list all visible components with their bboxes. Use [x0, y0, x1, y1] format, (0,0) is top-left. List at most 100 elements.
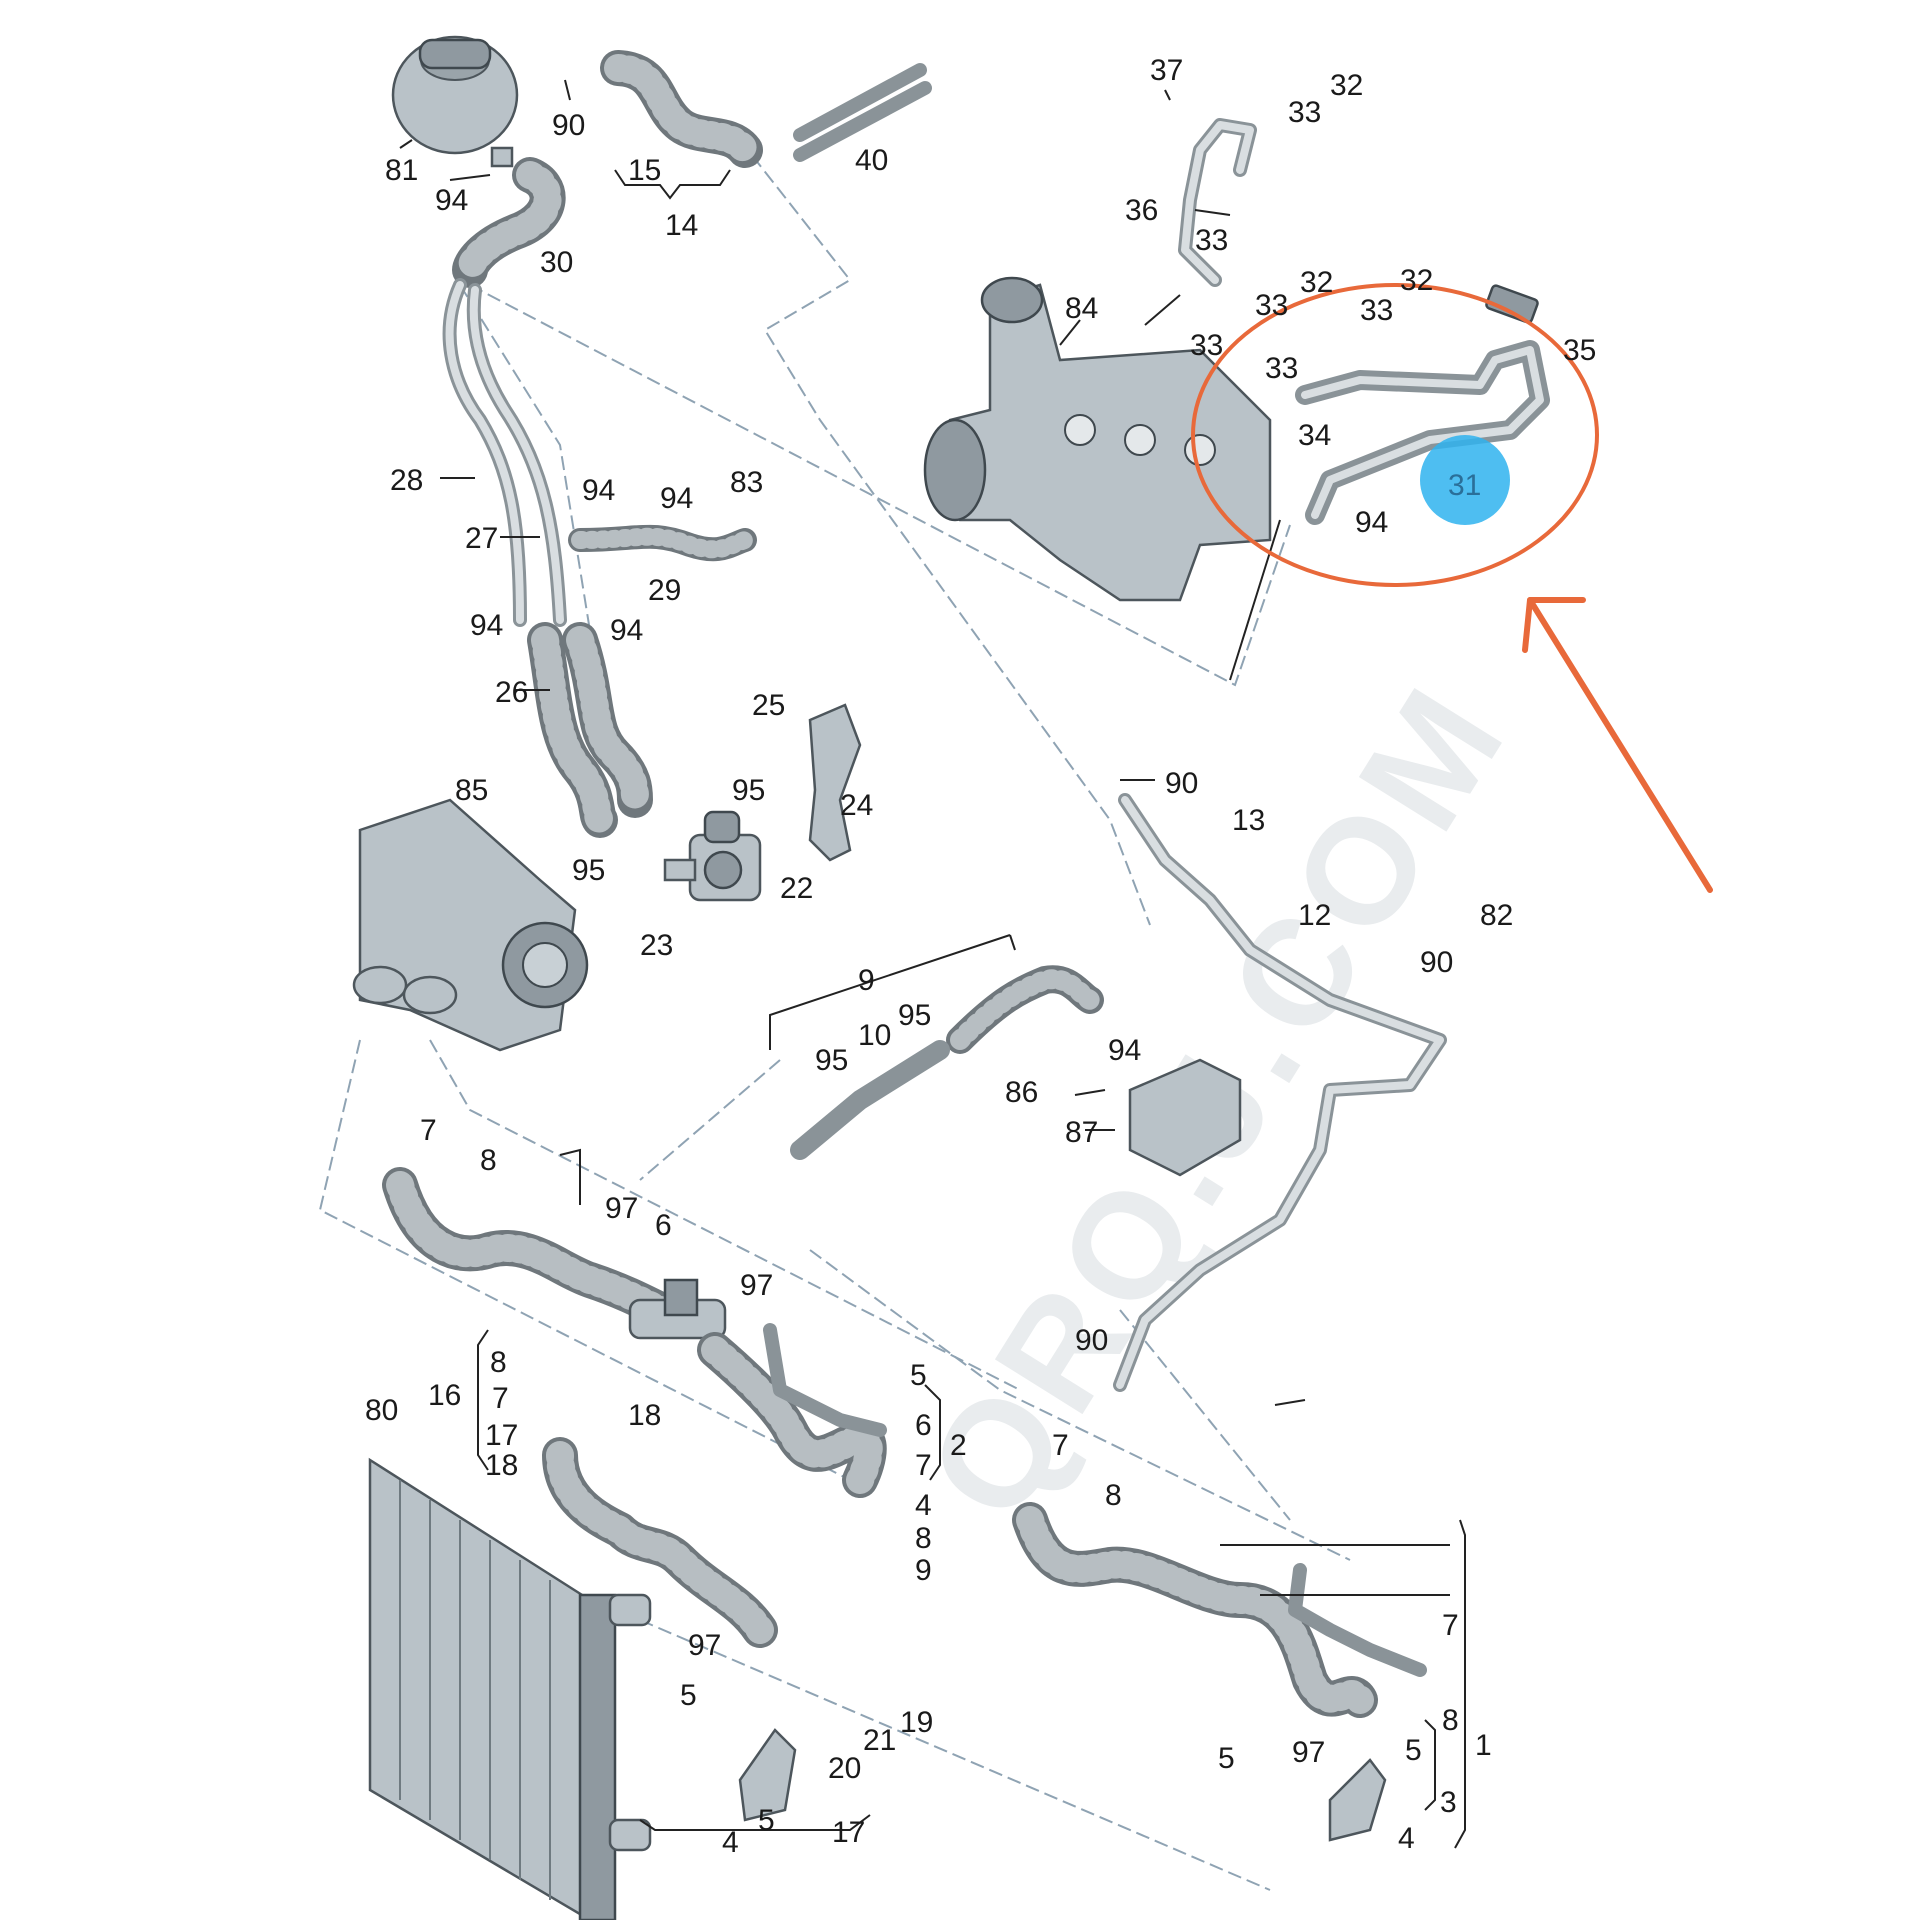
- label-34: 34: [1298, 419, 1331, 452]
- label-94: 94: [470, 609, 503, 642]
- turbocharger-84: [923, 276, 1272, 602]
- hose-15: [600, 50, 763, 168]
- label-90: 90: [1075, 1324, 1108, 1357]
- hose-2: [697, 1323, 887, 1498]
- aux-pump-22: [663, 810, 762, 902]
- label-27: 27: [465, 522, 498, 555]
- label-94: 94: [610, 614, 643, 647]
- label-18: 18: [628, 1399, 661, 1432]
- label-6: 6: [915, 1409, 932, 1442]
- label-94: 94: [1355, 506, 1388, 539]
- label-33: 33: [1288, 96, 1321, 129]
- leader-lines: [399, 79, 1306, 1406]
- label-15: 15: [628, 154, 661, 187]
- outlet-17: [738, 1728, 797, 1822]
- highlight-ring: [1191, 283, 1599, 587]
- label-32: 32: [1330, 69, 1363, 102]
- callout-arrow: [1522, 597, 1713, 893]
- label-82: 82: [1480, 899, 1513, 932]
- label-8: 8: [1442, 1704, 1459, 1737]
- label-5: 5: [758, 1804, 775, 1837]
- label-9: 9: [915, 1554, 932, 1587]
- label-97: 97: [740, 1269, 773, 1302]
- label-7: 7: [915, 1449, 932, 1482]
- water-pump-85: [352, 798, 589, 1052]
- oil-cooler-87: [1128, 1058, 1242, 1177]
- label-95: 95: [572, 854, 605, 887]
- label-90: 90: [1165, 767, 1198, 800]
- label-33: 33: [1360, 294, 1393, 327]
- label-81: 81: [385, 154, 418, 187]
- label-5: 5: [1218, 1742, 1235, 1775]
- label-22: 22: [780, 872, 813, 905]
- label-31: 31: [1448, 469, 1481, 502]
- pipe-27: [442, 278, 567, 627]
- label-2: 2: [950, 1429, 967, 1462]
- label-6: 6: [655, 1209, 672, 1242]
- label-8: 8: [1105, 1479, 1122, 1512]
- outlet-3: [1328, 1758, 1387, 1842]
- label-17: 17: [485, 1419, 518, 1452]
- label-8: 8: [490, 1346, 507, 1379]
- label-83: 83: [730, 466, 763, 499]
- label-5: 5: [1405, 1734, 1422, 1767]
- label-94: 94: [582, 474, 615, 507]
- label-23: 23: [640, 929, 673, 962]
- label-7: 7: [1442, 1609, 1459, 1642]
- label-36: 36: [1125, 194, 1158, 227]
- label-32: 32: [1300, 266, 1333, 299]
- label-40: 40: [855, 144, 888, 177]
- label-7: 7: [420, 1114, 437, 1147]
- label-7: 7: [492, 1382, 509, 1415]
- sensor-35: [1485, 284, 1539, 324]
- label-97: 97: [605, 1192, 638, 1225]
- label-80: 80: [365, 1394, 398, 1427]
- radiator-80: [368, 1457, 652, 1920]
- assembly-outlines: [318, 139, 1351, 1891]
- label-28: 28: [390, 464, 423, 497]
- expansion-tank: [391, 35, 519, 168]
- label-30: 30: [540, 246, 573, 279]
- pipe-31: [1295, 340, 1550, 525]
- label-17: 17: [832, 1816, 865, 1849]
- label-7: 7: [1052, 1429, 1069, 1462]
- label-95: 95: [815, 1044, 848, 1077]
- label-14: 14: [665, 209, 698, 242]
- label-4: 4: [1398, 1822, 1415, 1855]
- hose-9: [790, 965, 1104, 1160]
- label-26: 26: [495, 676, 528, 709]
- label-19: 19: [900, 1706, 933, 1739]
- label-16: 16: [428, 1379, 461, 1412]
- label-13: 13: [1232, 804, 1265, 837]
- hose-1: [1012, 1502, 1427, 1718]
- pipe-12: [1113, 793, 1447, 1392]
- label-33: 33: [1195, 224, 1228, 257]
- label-97: 97: [688, 1629, 721, 1662]
- label-33: 33: [1255, 289, 1288, 322]
- label-94: 94: [1108, 1034, 1141, 1067]
- hose-26: [527, 622, 653, 838]
- label-33: 33: [1265, 352, 1298, 385]
- label-29: 29: [648, 574, 681, 607]
- label-1: 1: [1475, 1729, 1492, 1762]
- label-9: 9: [858, 964, 875, 997]
- hose-8-left: [382, 1167, 678, 1328]
- label-3: 3: [1440, 1786, 1457, 1819]
- label-35: 35: [1563, 334, 1596, 367]
- label-86: 86: [1005, 1076, 1038, 1109]
- pipe-36: [1178, 118, 1257, 287]
- label-8: 8: [480, 1144, 497, 1177]
- label-32: 32: [1400, 264, 1433, 297]
- label-12: 12: [1298, 899, 1331, 932]
- hose-29: [568, 524, 757, 562]
- hose-16: [542, 1437, 778, 1648]
- label-5: 5: [680, 1679, 697, 1712]
- label-25: 25: [752, 689, 785, 722]
- label-5: 5: [910, 1359, 927, 1392]
- part-31-marker: [1420, 435, 1510, 525]
- label-33: 33: [1190, 329, 1223, 362]
- label-84: 84: [1065, 292, 1098, 325]
- label-18: 18: [485, 1449, 518, 1482]
- hose-30: [452, 157, 566, 288]
